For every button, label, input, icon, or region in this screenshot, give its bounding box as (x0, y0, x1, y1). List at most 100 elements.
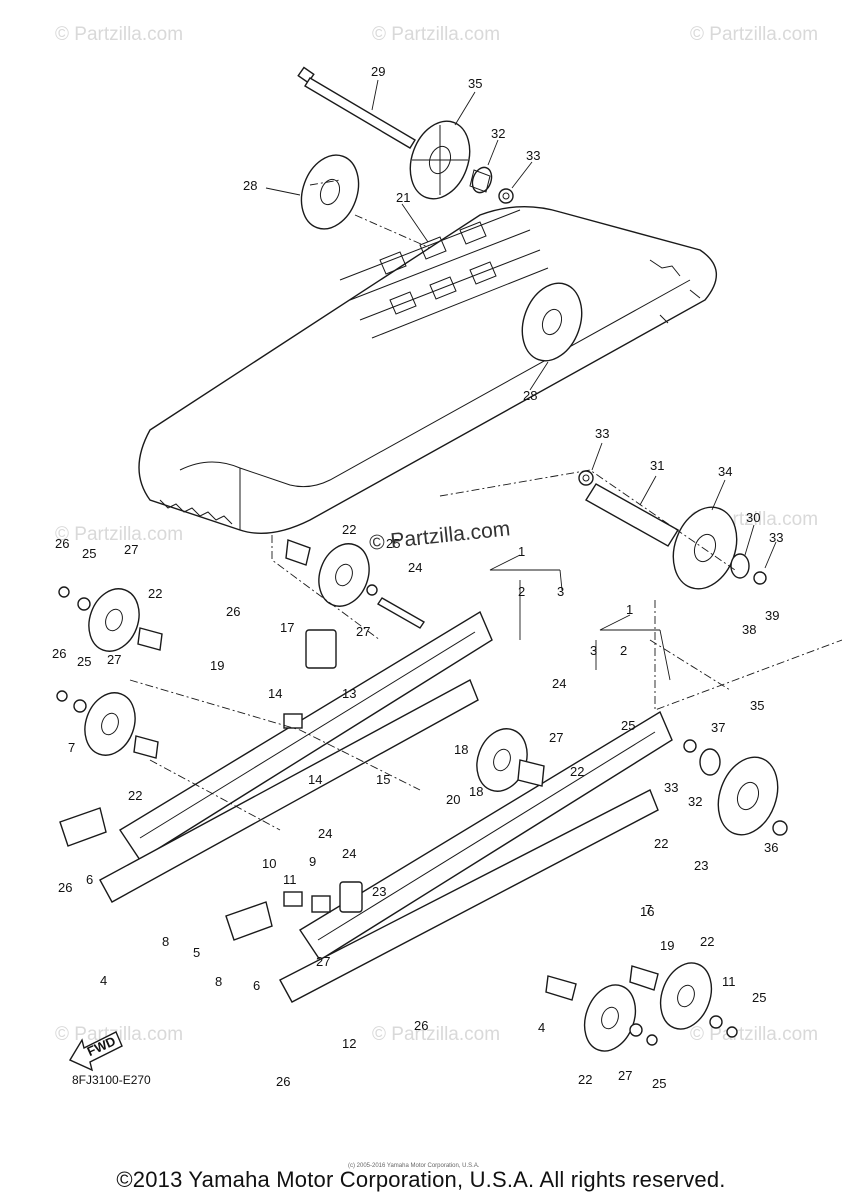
callout: 25 (82, 546, 96, 561)
callout: 13 (342, 686, 356, 701)
callout: 27 (549, 730, 563, 745)
callout: 30 (746, 510, 760, 525)
callout: 5 (193, 945, 200, 960)
callout: 19 (660, 938, 674, 953)
callout: 22 (342, 522, 356, 537)
watermark: © Partzilla.com (690, 1024, 818, 1045)
callout: 28 (523, 388, 537, 403)
right-rail (279, 710, 673, 1003)
callout: 18 (469, 784, 483, 799)
callout: 27 (618, 1068, 632, 1083)
callout: 36 (764, 840, 778, 855)
wheel-27-left-lower (56, 690, 159, 759)
callout: 1 (518, 544, 525, 559)
callout: 11 (722, 974, 736, 989)
callout: 19 (210, 658, 224, 673)
center-watermark: © Partzilla.com (368, 517, 511, 555)
wheel-27-right-mid (476, 728, 545, 792)
callout: 25 (621, 718, 635, 733)
wheel-28-mid (521, 282, 583, 362)
callout: 31 (650, 458, 664, 473)
callout: 6 (253, 978, 260, 993)
callout: 32 (491, 126, 505, 141)
callout: 17 (280, 620, 294, 635)
callout: 33 (769, 530, 783, 545)
callout: 37 (711, 720, 725, 735)
callout: 7 (68, 740, 75, 755)
wheel-28-top (300, 154, 360, 230)
callout: 26 (52, 646, 66, 661)
callout: 10 (262, 856, 276, 871)
callout: 23 (694, 858, 708, 873)
callout: 4 (100, 973, 107, 988)
callout: 18 (454, 742, 468, 757)
callout: 25 (652, 1076, 666, 1091)
dashed-leaders (129, 179, 842, 831)
watermark: © Partzilla.com (690, 24, 818, 45)
callout: 24 (552, 676, 566, 691)
callout: 26 (414, 1018, 428, 1033)
callout: 26 (226, 604, 240, 619)
callout: 3 (590, 643, 597, 658)
callout: 27 (124, 542, 138, 557)
left-rail (99, 610, 493, 903)
wheel-35-right (683, 739, 788, 836)
callout: 33 (595, 426, 609, 441)
callout: 26 (55, 536, 69, 551)
watermark: © Partzilla.com (372, 24, 500, 45)
callout: 23 (372, 884, 386, 899)
callout: 28 (243, 178, 257, 193)
watermark: © Partzilla.com (55, 24, 183, 45)
watermark: © Partzilla.com (55, 1024, 183, 1045)
callout: 24 (408, 560, 422, 575)
callout: 25 (386, 536, 400, 551)
bottom-wheels (545, 962, 738, 1052)
rail-blocks (283, 629, 363, 913)
watermark: © Partzilla.com (372, 1024, 500, 1045)
callout: 22 (700, 934, 714, 949)
callout: 15 (376, 772, 390, 787)
part-code: 8FJ3100-E270 (72, 1073, 151, 1087)
callout: 21 (396, 190, 410, 205)
axle-31 (578, 470, 679, 547)
callout: 29 (371, 64, 385, 79)
callout: 2 (620, 643, 627, 658)
callout: 27 (107, 652, 121, 667)
track-lugs (159, 209, 701, 525)
wheel-27-left-upper (58, 586, 163, 652)
callout: 24 (342, 846, 356, 861)
callout: 2 (518, 584, 525, 599)
callout: 14 (308, 772, 322, 787)
watermarks: © Partzilla.com © Partzilla.com © Partzi… (55, 24, 818, 1045)
callout: 33 (526, 148, 540, 163)
callout: 14 (268, 686, 282, 701)
callout: 27 (356, 624, 370, 639)
callout: 26 (276, 1074, 290, 1089)
collar-32-top (469, 166, 493, 194)
callout: 4 (538, 1020, 545, 1035)
callout: 12 (342, 1036, 356, 1051)
callout: 8 (215, 974, 222, 989)
copyright-notice: ©2013 Yamaha Motor Corporation, U.S.A. A… (116, 1167, 726, 1192)
callout-numbers: 29 35 32 33 28 21 28 33 31 34 30 33 22 2… (52, 64, 783, 1091)
callout: 7 (645, 902, 652, 917)
callout: 16 (640, 904, 654, 919)
callout: 26 (58, 880, 72, 895)
callout: 38 (742, 622, 756, 637)
callout: 33 (664, 780, 678, 795)
callout: 8 (162, 934, 169, 949)
callout: 9 (309, 854, 316, 869)
callout: 39 (765, 608, 779, 623)
wheel-27-center (285, 539, 425, 629)
callout-leaders (265, 79, 777, 681)
callout: 25 (77, 654, 91, 669)
callout: 22 (654, 836, 668, 851)
callout: 6 (86, 872, 93, 887)
track-belt (138, 206, 718, 535)
callout: 11 (283, 872, 297, 887)
callout: 35 (468, 76, 482, 91)
callout: 22 (128, 788, 142, 803)
watermark: © Partzilla.com (55, 524, 183, 545)
washer-33-top (498, 188, 514, 204)
